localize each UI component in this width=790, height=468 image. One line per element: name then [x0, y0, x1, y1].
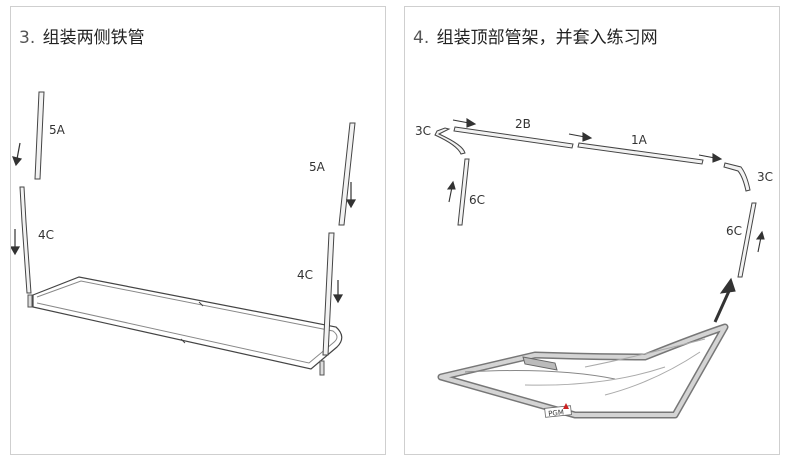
step-3-title: 组装两侧铁管 — [42, 28, 145, 48]
right-pipe-6c — [737, 202, 757, 278]
step-3-heading: 3. 组装两侧铁管 — [19, 23, 145, 48]
pipe-2b — [453, 126, 574, 149]
label-1a: 1A — [631, 133, 648, 147]
base-frame-outer — [32, 276, 343, 370]
label-right-3c: 3C — [757, 170, 773, 184]
base-frame-inner — [36, 280, 338, 364]
step-4-panel: 4. 组装顶部管架，并套入练习网 — [404, 6, 780, 455]
left-pipe-6c — [457, 158, 470, 226]
step-4-heading: 4. 组装顶部管架，并套入练习网 — [413, 23, 658, 48]
step-4-illustration: PGM 3C 2B 1A 3C 6C 6C — [415, 117, 773, 419]
step-3-number: 3. — [19, 28, 36, 48]
step-3-illustration: 5A 4C 5A 4C — [11, 91, 357, 376]
left-pipe-5a — [34, 91, 45, 180]
left-pipe-4c — [19, 186, 32, 294]
label-left-3c: 3C — [415, 124, 431, 138]
left-elbow-3c — [434, 127, 466, 155]
label-left-6c: 6C — [469, 193, 485, 207]
right-pipe-4c — [322, 232, 335, 356]
step-4-title: 组装顶部管架，并套入练习网 — [436, 28, 658, 48]
label-right-6c: 6C — [726, 224, 742, 238]
label-right-4c: 4C — [297, 268, 313, 282]
step-4-number: 4. — [413, 28, 430, 48]
step-3-panel: 3. 组装两侧铁管 5A — [10, 6, 386, 455]
right-pipe-5a — [338, 122, 356, 226]
label-right-5a: 5A — [309, 160, 326, 174]
right-elbow-3c — [723, 162, 751, 192]
net-brand-text: PGM — [548, 408, 564, 418]
label-left-4c: 4C — [38, 228, 54, 242]
label-left-5a: 5A — [49, 123, 66, 137]
label-2b: 2B — [515, 117, 531, 131]
practice-net — [437, 323, 729, 419]
pipe-1a — [577, 142, 704, 165]
